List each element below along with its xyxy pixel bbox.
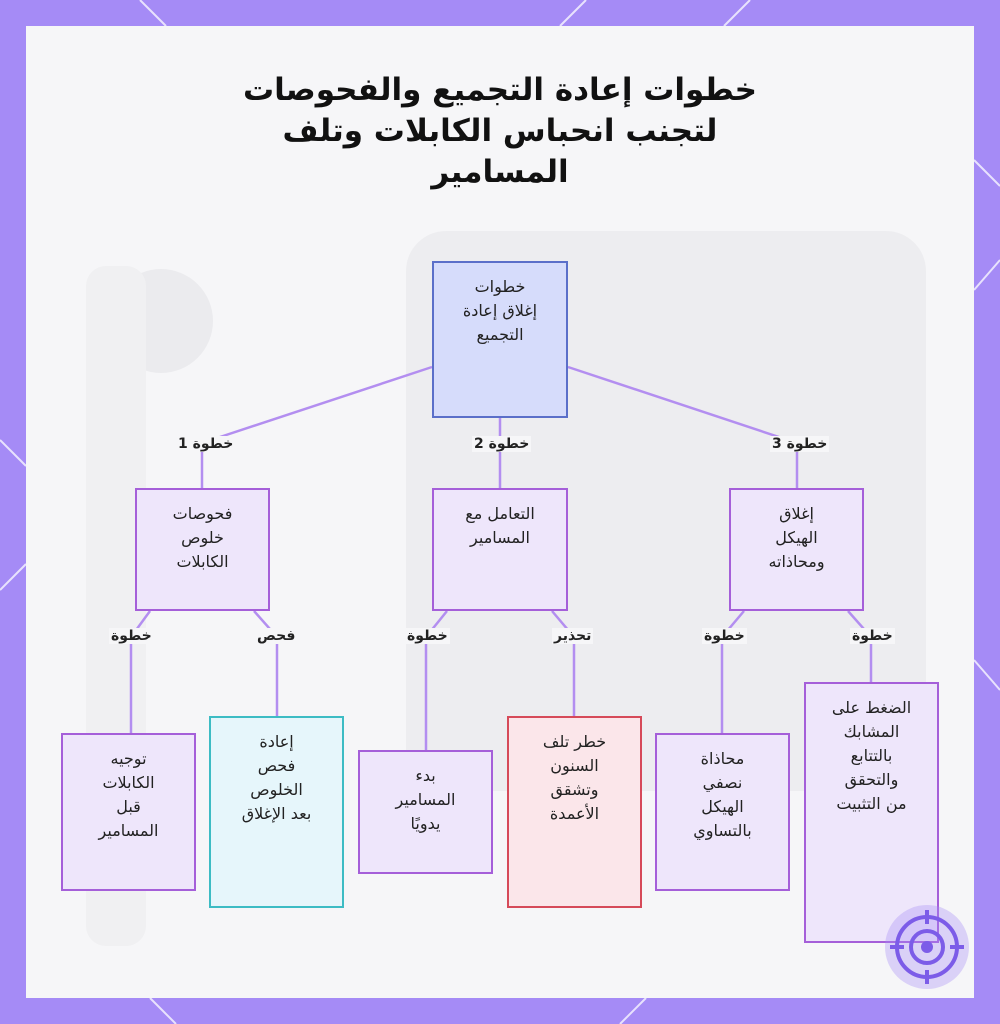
node-text: من التثبيت <box>836 794 907 813</box>
node-text: الهيكل <box>701 797 744 816</box>
node-text: خطوات <box>474 277 526 296</box>
node-text: بعد الإغلاق <box>241 804 312 823</box>
node-text: المشابك <box>843 722 900 741</box>
edge-step-1-leaf-2 <box>253 610 279 716</box>
node-text: الضغط على <box>831 698 912 717</box>
leaf-node-4-warning: خطر تلف السنون وتشقق الأعمدة <box>507 716 642 908</box>
leaf-node-5: محاذاة نصفي الهيكل بالتساوي <box>655 733 790 891</box>
edge-label: خطوة <box>109 628 154 644</box>
edge-label: خطوة 1 <box>176 436 236 452</box>
edge-label: خطوة <box>702 628 747 644</box>
step-node-1: فحوصات خلوص الكابلات <box>135 488 270 611</box>
node-text: الأعمدة <box>549 804 600 823</box>
node-text: خلوص <box>181 528 224 547</box>
title-line: خطوات إعادة التجميع والفحوصات <box>242 72 758 108</box>
edge-step-2-leaf-4 <box>551 610 576 716</box>
diagram-title: خطوات إعادة التجميع والفحوصات لتجنب انحب… <box>0 70 1000 193</box>
node-text: وتشقق <box>550 780 599 799</box>
edge-label: فحص <box>255 628 298 644</box>
node-text: توجيه <box>110 749 147 768</box>
node-text: نصفي <box>702 773 743 792</box>
node-text: المسامير <box>470 528 530 547</box>
node-text: فحص <box>257 756 296 775</box>
node-text: محاذاة <box>700 749 745 768</box>
node-text: خطر تلف <box>542 732 607 751</box>
node-text: بالتتابع <box>850 746 893 765</box>
node-text: إعادة <box>259 732 294 751</box>
root-node: خطوات إغلاق إعادة التجميع <box>432 261 568 418</box>
node-text: التجميع <box>476 325 524 344</box>
edge-step-3-leaf-6 <box>847 610 873 682</box>
node-text: إغلاق <box>779 504 814 523</box>
node-text: الكابلات <box>176 552 229 571</box>
node-text: الهيكل <box>775 528 818 547</box>
leaf-node-2-check: إعادة فحص الخلوص بعد الإغلاق <box>209 716 344 908</box>
node-text: المسامير <box>98 821 159 840</box>
leaf-node-3: بدء المسامير يدويًا <box>358 750 493 874</box>
edge-root-step-1 <box>200 365 433 488</box>
edge-label: خطوة 2 <box>472 436 532 452</box>
leaf-node-6: الضغط على المشابك بالتتابع والتحقق من ال… <box>804 682 939 943</box>
edge-label: تحذير <box>552 628 594 644</box>
step-node-2: التعامل مع المسامير <box>432 488 568 611</box>
node-text: يدويًا <box>410 814 441 833</box>
node-text: والتحقق <box>844 770 899 789</box>
node-text: فحوصات <box>172 504 233 523</box>
edge-label: خطوة <box>850 628 895 644</box>
node-text: التعامل مع <box>465 504 535 523</box>
edge-label: خطوة <box>405 628 450 644</box>
leaf-node-1: توجيه الكابلات قبل المسامير <box>61 733 196 891</box>
node-text: إغلاق إعادة <box>462 301 538 320</box>
target-logo-icon <box>885 905 969 989</box>
edge-root-step-3 <box>567 365 799 488</box>
node-text: الكابلات <box>102 773 155 792</box>
title-line: لتجنب انحباس الكابلات وتلف <box>282 113 718 149</box>
node-text: بدء <box>415 766 436 785</box>
node-text: المسامير <box>395 790 456 809</box>
node-text: قبل <box>116 797 141 816</box>
node-text: بالتساوي <box>693 821 752 840</box>
node-text: ومحاذاته <box>768 552 825 571</box>
edge-label: خطوة 3 <box>770 436 830 452</box>
step-node-3: إغلاق الهيكل ومحاذاته <box>729 488 864 611</box>
node-text: الخلوص <box>250 780 303 799</box>
title-line: المسامير <box>431 154 569 190</box>
node-text: السنون <box>550 756 599 775</box>
